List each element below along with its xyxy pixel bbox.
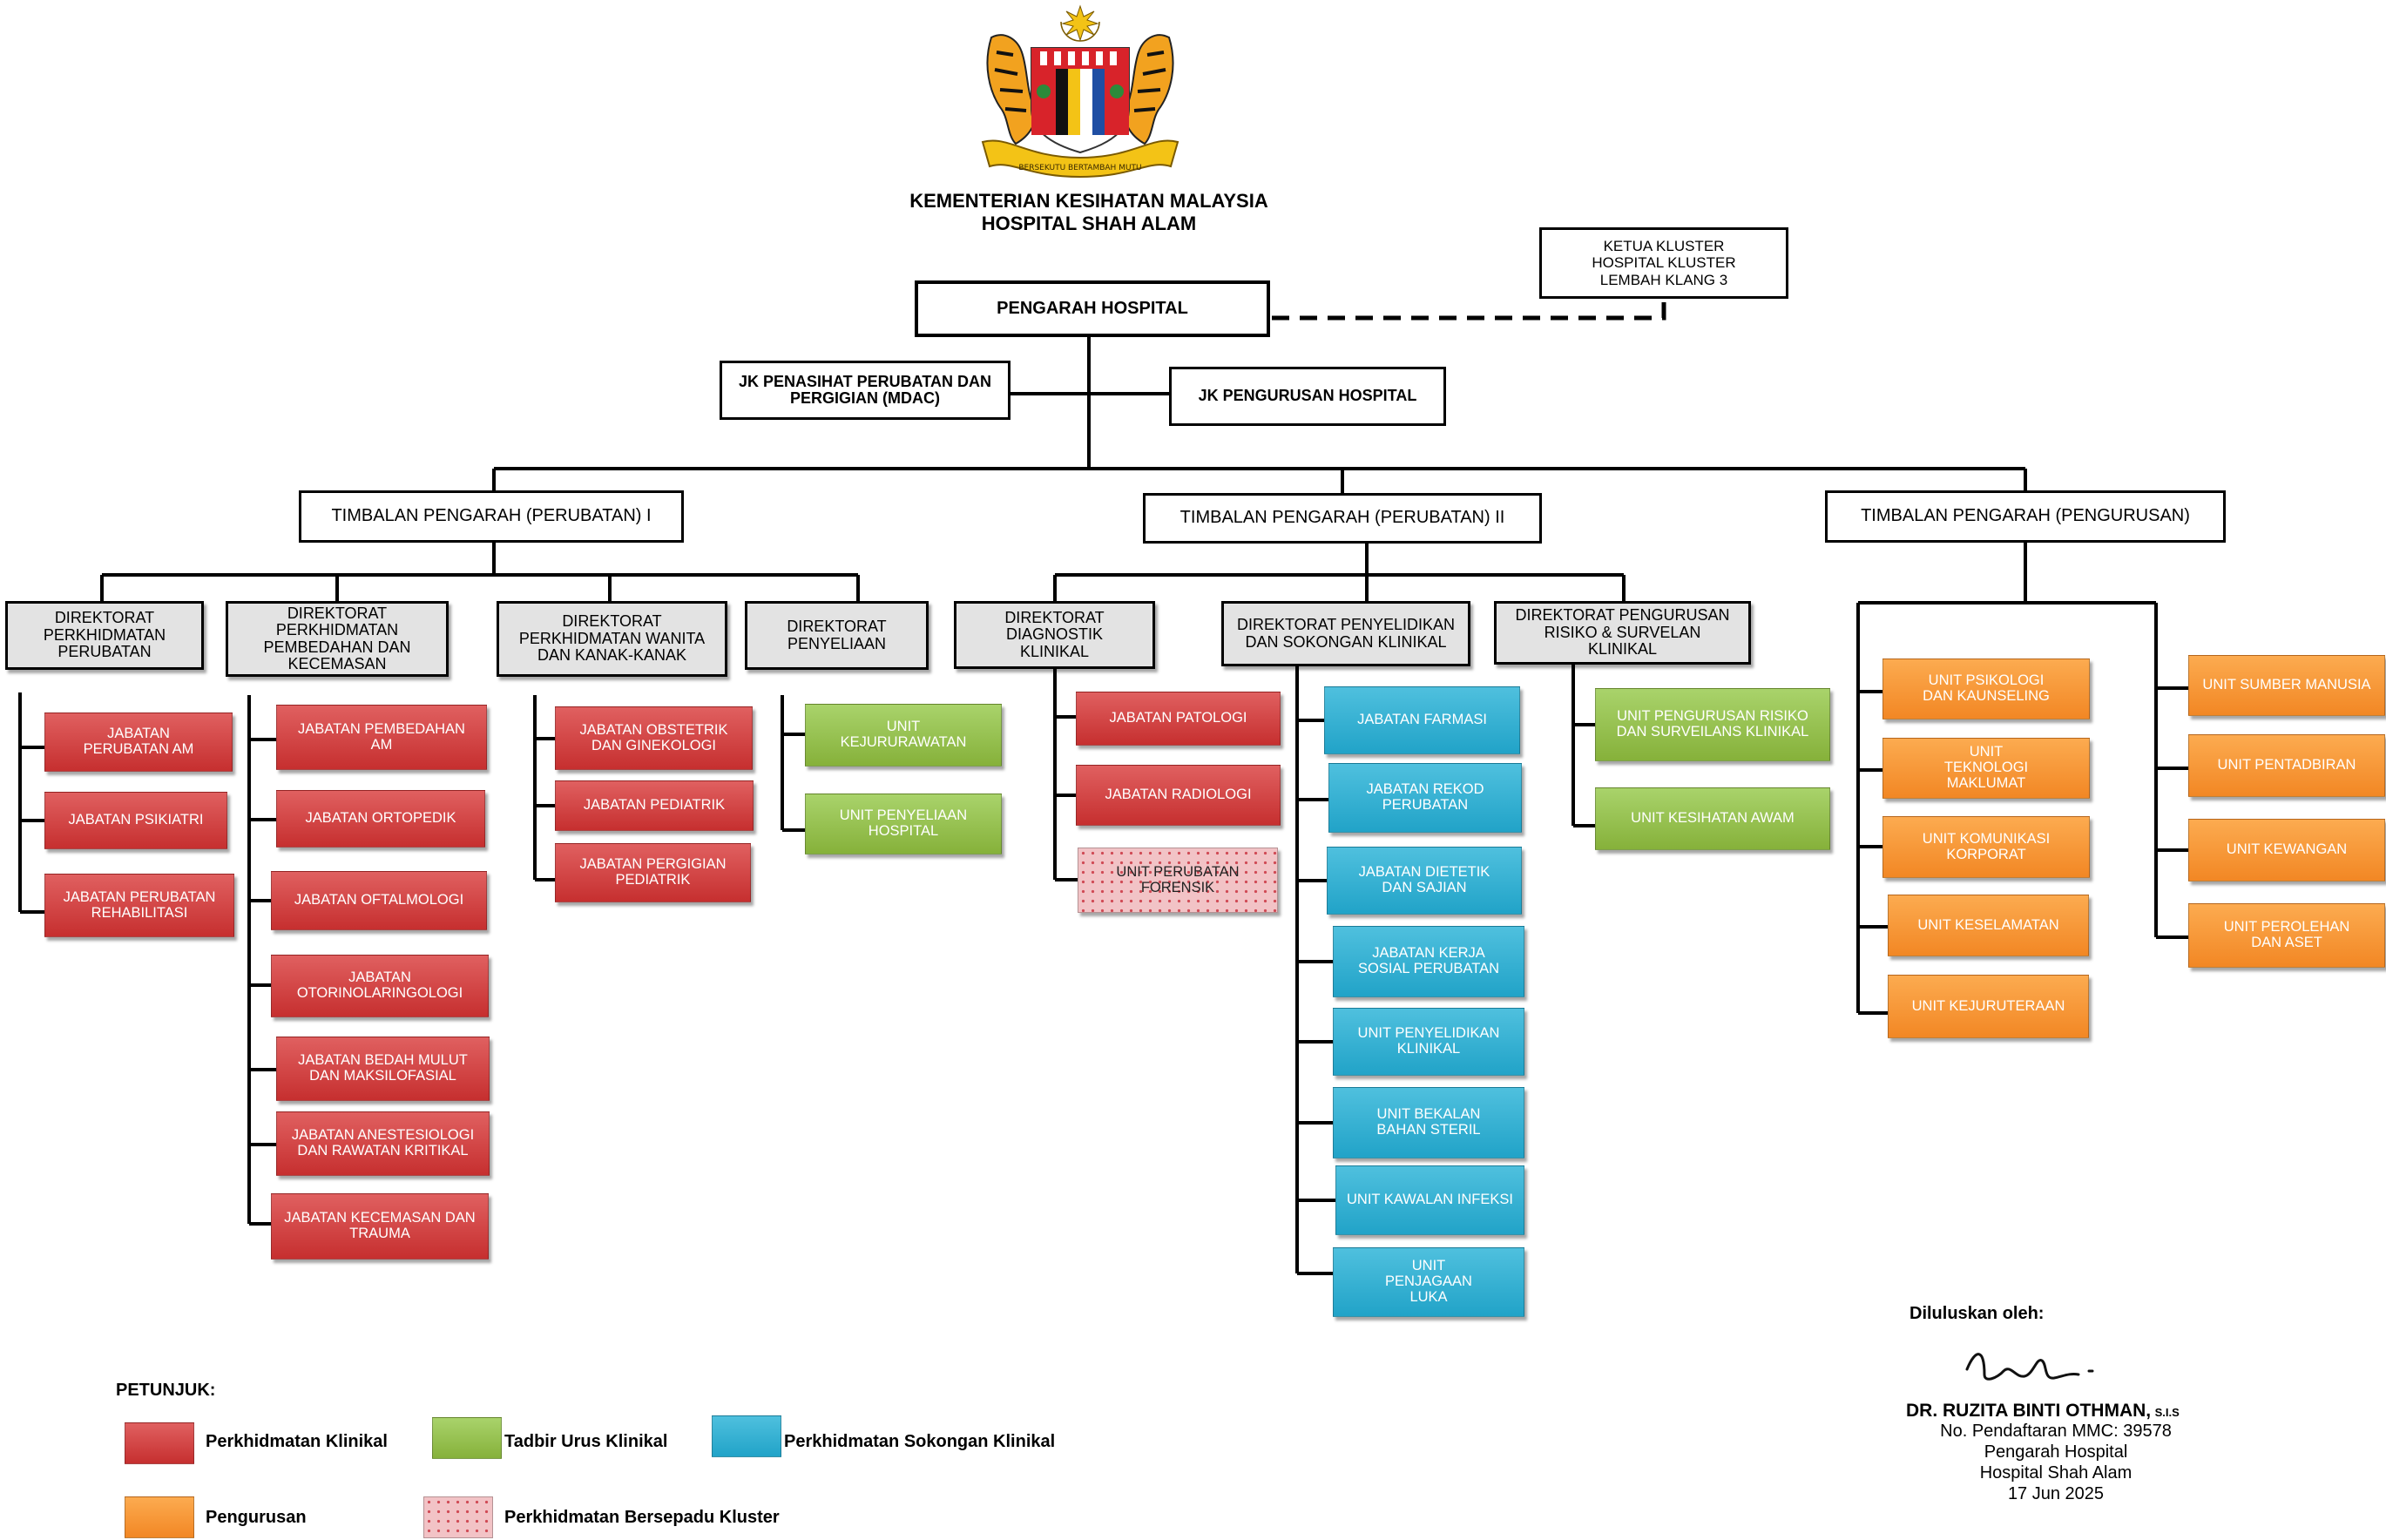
cluster-head-line: LEMBAH KLANG 3: [1599, 271, 1728, 288]
unit-box: JABATAN PEDIATRIK: [555, 780, 754, 831]
deputy-director-medical-2: TIMBALAN PENGARAH (PERUBATAN) II: [1143, 493, 1542, 544]
directorate-risk-surveillance: DIREKTORAT PENGURUSAN RISIKO & SURVELAN …: [1494, 601, 1751, 665]
unit-box: JABATAN PERUBATAN REHABILITASI: [44, 874, 234, 937]
directorate-clinical-diagnostics: DIREKTORAT DIAGNOSTIK KLINIKAL: [954, 601, 1155, 669]
legend-swatch-clinical: [125, 1422, 194, 1464]
unit-box: UNIT PENYELIDIKAN KLINIKAL: [1333, 1008, 1524, 1076]
unit-box: UNIT PENYELIAAN HOSPITAL: [805, 794, 1002, 854]
legend-swatch-support: [712, 1415, 781, 1457]
unit-box: JABATAN PSIKIATRI: [44, 792, 227, 849]
crest-motto: BERSEKUTU BERTAMBAH MUTU: [1018, 164, 1141, 172]
approver-honorific: S.I.S: [2154, 1406, 2180, 1419]
ministry-title: KEMENTERIAN KESIHATAN MALAYSIA: [909, 190, 1268, 212]
signature: [1958, 1340, 2106, 1392]
directorate-research-clinical-support: DIREKTORAT PENYELIDIKAN DAN SOKONGAN KLI…: [1221, 601, 1470, 666]
cluster-head-box: KETUA KLUSTER HOSPITAL KLUSTER LEMBAH KL…: [1539, 227, 1788, 299]
unit-box: UNIT PSIKOLOGI DAN KAUNSELING: [1882, 659, 2090, 719]
approver-name-line: DR. RUZITA BINTI OTHMAN, S.I.S: [1906, 1401, 2180, 1422]
unit-box: JABATAN KECEMASAN DAN TRAUMA: [271, 1193, 489, 1260]
cluster-head-line: HOSPITAL KLUSTER: [1592, 254, 1736, 272]
unit-box: JABATAN OBSTETRIK DAN GINEKOLOGI: [555, 706, 753, 770]
unit-box: JABATAN PERGIGIAN PEDIATRIK: [555, 843, 751, 902]
approver-mmc: No. Pendaftaran MMC: 39578: [1940, 1422, 2172, 1441]
hospital-management-committee-box: JK PENGURUSAN HOSPITAL: [1169, 367, 1446, 426]
coat-of-arms-emblem: BERSEKUTU BERTAMBAH MUTU: [974, 4, 1186, 179]
deputy-director-medical-1: TIMBALAN PENGARAH (PERUBATAN) I: [299, 490, 684, 543]
unit-box: UNIT BEKALAN BAHAN STERIL: [1333, 1087, 1524, 1158]
unit-box: JABATAN RADIOLOGI: [1076, 765, 1281, 826]
directorate-supervision: DIREKTORAT PENYELIAAN: [745, 601, 929, 670]
unit-box: JABATAN ORTOPEDIK: [276, 790, 485, 848]
unit-box: UNIT KEJURURAWATAN: [805, 704, 1002, 767]
unit-box: UNIT PENGURUSAN RISIKO DAN SURVEILANS KL…: [1595, 688, 1830, 761]
unit-box: JABATAN ANESTESIOLOGI DAN RAWATAN KRITIK…: [276, 1111, 490, 1176]
legend-swatch-governance: [432, 1417, 502, 1459]
legend-label-governance: Tadbir Urus Klinikal: [504, 1432, 668, 1451]
unit-box: UNIT SUMBER MANUSIA: [2188, 655, 2385, 716]
directorate-medical-services: DIREKTORAT PERKHIDMATAN PERUBATAN: [5, 601, 204, 670]
unit-box: UNIT TEKNOLOGI MAKLUMAT: [1882, 738, 2090, 799]
unit-box: JABATAN OFTALMOLOGI: [271, 871, 487, 930]
unit-box: UNIT KOMUNIKASI KORPORAT: [1882, 816, 2090, 878]
legend-label-support: Perkhidmatan Sokongan Klinikal: [784, 1432, 1056, 1451]
unit-box: UNIT KAWALAN INFEKSI: [1335, 1165, 1524, 1235]
legend-swatch-cluster-integrated: [423, 1496, 493, 1538]
mdac-committee-box: JK PENASIHAT PERUBATAN DAN PERGIGIAN (MD…: [720, 361, 1011, 420]
deputy-director-management: TIMBALAN PENGARAH (PENGURUSAN): [1825, 490, 2226, 543]
legend-label-clinical: Perkhidmatan Klinikal: [206, 1432, 388, 1451]
unit-box: JABATAN BEDAH MULUT DAN MAKSILOFASIAL: [276, 1037, 490, 1101]
unit-box: JABATAN OTORINOLARINGOLOGI: [271, 955, 489, 1017]
unit-box: UNIT KESELAMATAN: [1888, 895, 2089, 956]
approval-heading: Diluluskan oleh:: [1909, 1304, 2045, 1323]
unit-box: JABATAN REKOD PERUBATAN: [1328, 763, 1522, 833]
hospital-director-box: PENGARAH HOSPITAL: [915, 280, 1270, 337]
cluster-head-line: KETUA KLUSTER: [1603, 237, 1725, 254]
directorate-surgical-emergency: DIREKTORAT PERKHIDMATAN PEMBEDAHAN DAN K…: [226, 601, 449, 677]
unit-box: UNIT KESIHATAN AWAM: [1595, 787, 1830, 850]
unit-box: UNIT PENJAGAAN LUKA: [1333, 1247, 1524, 1317]
approver-hospital: Hospital Shah Alam: [1979, 1463, 2133, 1483]
unit-box: JABATAN PEMBEDAHAN AM: [276, 705, 487, 770]
unit-box: JABATAN KERJA SOSIAL PERUBATAN: [1333, 926, 1524, 997]
unit-box: JABATAN PATOLOGI: [1076, 692, 1281, 746]
approval-date: 17 Jun 2025: [2007, 1484, 2105, 1503]
hospital-title: HOSPITAL SHAH ALAM: [981, 213, 1197, 234]
legend-swatch-management: [125, 1496, 194, 1538]
approver-position: Pengarah Hospital: [1984, 1442, 2128, 1462]
unit-box-cluster-integrated: UNIT PERUBATAN FORENSIK: [1078, 848, 1278, 913]
unit-box: UNIT PENTADBIRAN: [2188, 734, 2385, 797]
legend-label-cluster-integrated: Perkhidmatan Bersepadu Kluster: [504, 1508, 780, 1527]
legend-label-management: Pengurusan: [206, 1508, 307, 1527]
legend-title: PETUNJUK:: [116, 1381, 216, 1400]
unit-box: JABATAN FARMASI: [1324, 686, 1520, 754]
unit-box: UNIT PEROLEHAN DAN ASET: [2188, 903, 2385, 968]
approver-name: DR. RUZITA BINTI OTHMAN,: [1906, 1401, 2152, 1421]
unit-box: UNIT KEWANGAN: [2188, 819, 2385, 881]
unit-box: JABATAN DIETETIK DAN SAJIAN: [1327, 847, 1522, 915]
unit-box: JABATAN PERUBATAN AM: [44, 713, 233, 772]
directorate-women-children: DIREKTORAT PERKHIDMATAN WANITA DAN KANAK…: [497, 601, 727, 677]
unit-box: UNIT KEJURUTERAAN: [1888, 975, 2089, 1038]
